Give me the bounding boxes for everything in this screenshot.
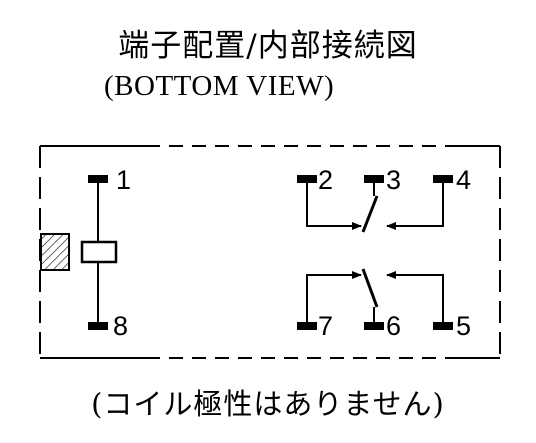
pin-8-pad bbox=[88, 322, 108, 330]
diagram-subtitle: (BOTTOM VIEW) bbox=[104, 70, 335, 102]
pin-1-label: 1 bbox=[116, 165, 131, 195]
pin-8-label: 8 bbox=[113, 311, 128, 341]
pin-4-pad bbox=[433, 175, 453, 183]
pin-3-label: 3 bbox=[386, 165, 401, 195]
coil-polarity-note: (コイル極性はありません) bbox=[91, 387, 445, 421]
pin-1-pad bbox=[88, 175, 108, 183]
pin-6-pad bbox=[364, 322, 384, 330]
lower-contacts bbox=[306, 268, 444, 326]
pin-5-pad bbox=[433, 322, 453, 330]
coil bbox=[80, 179, 118, 326]
pin-6-label: 6 bbox=[386, 311, 401, 341]
pin-7-pad bbox=[297, 322, 317, 330]
pin-2-label: 2 bbox=[318, 165, 333, 195]
pin-5-label: 5 bbox=[456, 311, 471, 341]
pin-7-label: 7 bbox=[318, 311, 333, 341]
pin-4-label: 4 bbox=[456, 165, 471, 195]
pin-2-pad bbox=[297, 175, 317, 183]
pin-3-pad bbox=[364, 175, 384, 183]
diagram-title: 端子配置/内部接続図 bbox=[118, 28, 418, 64]
orientation-mark bbox=[40, 233, 70, 271]
